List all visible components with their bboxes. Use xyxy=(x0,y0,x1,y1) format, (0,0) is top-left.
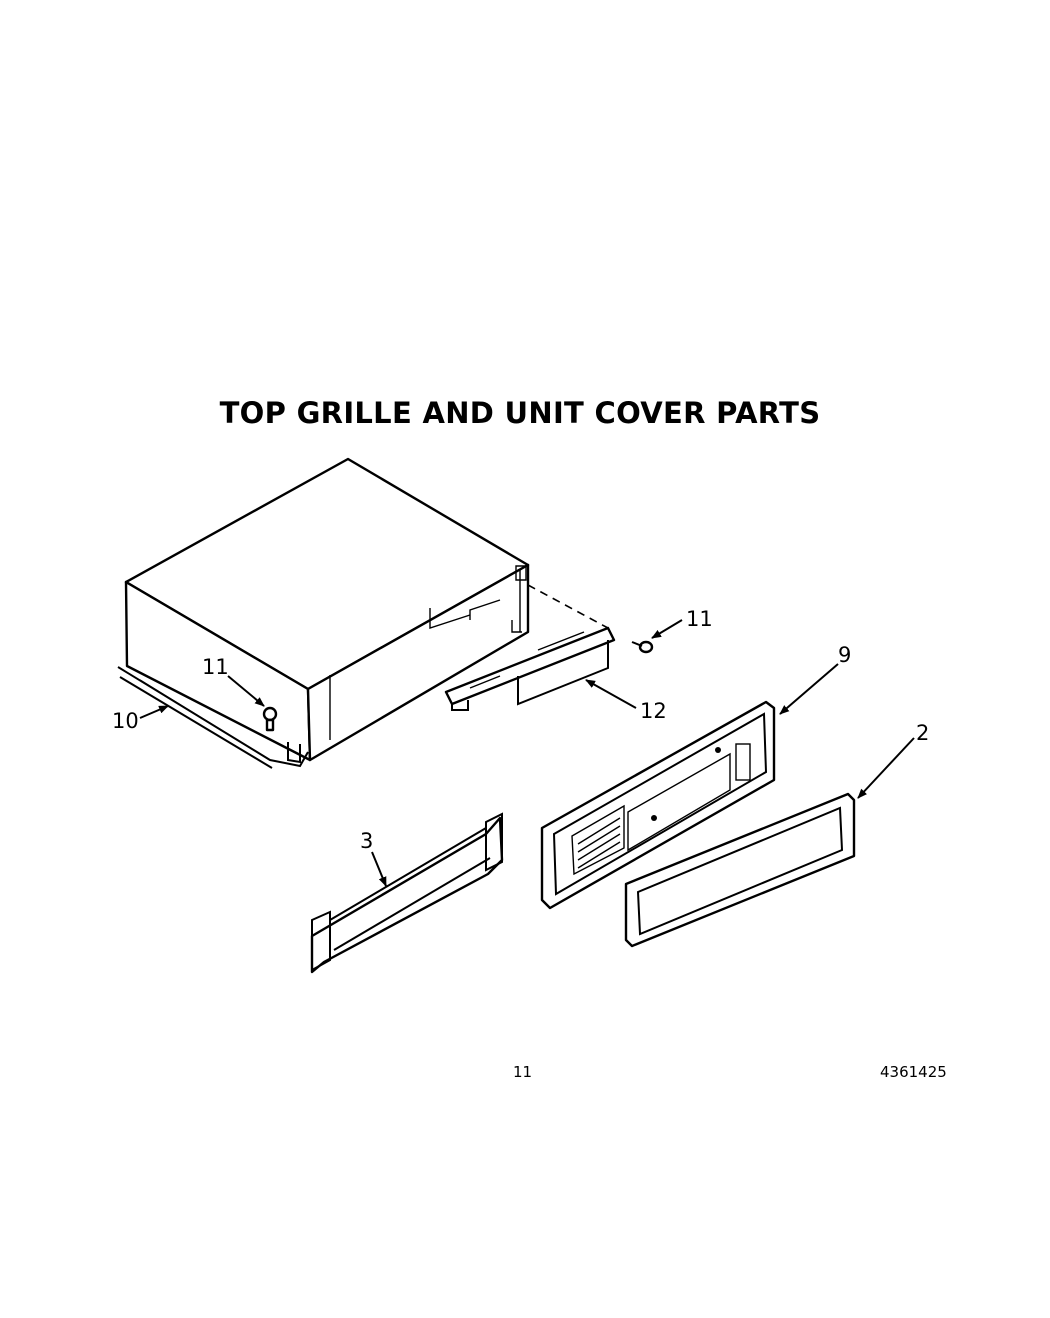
grille-trim xyxy=(624,792,856,948)
document-number: 4361425 xyxy=(880,1063,947,1081)
leader-grille-frame xyxy=(779,663,839,715)
callout-screw-right: 11 xyxy=(686,607,713,631)
leader-unit-cover xyxy=(139,705,169,719)
callout-grille-frame: 9 xyxy=(838,643,851,667)
callout-unit-cover: 10 xyxy=(112,709,139,733)
leader-support-channel xyxy=(371,851,387,887)
alignment-line xyxy=(527,584,609,629)
page-title: TOP GRILLE AND UNIT COVER PARTS xyxy=(219,396,821,430)
page-number: 11 xyxy=(513,1063,533,1081)
grille-frame xyxy=(540,700,776,910)
callout-screw-left: 11 xyxy=(202,655,229,679)
leader-mounting-bracket xyxy=(585,679,637,709)
unit-cover xyxy=(117,457,530,769)
callout-support-channel: 3 xyxy=(360,829,373,853)
callout-mounting-bracket: 12 xyxy=(640,699,667,723)
leader-grille-trim xyxy=(857,737,915,799)
screw-right xyxy=(631,640,654,654)
mounting-bracket xyxy=(444,626,616,711)
screw-left xyxy=(262,706,278,732)
leader-screw-right xyxy=(651,619,683,639)
leader-screw-left xyxy=(227,675,265,707)
support-channel xyxy=(310,812,504,974)
callout-grille-trim: 2 xyxy=(916,721,929,745)
